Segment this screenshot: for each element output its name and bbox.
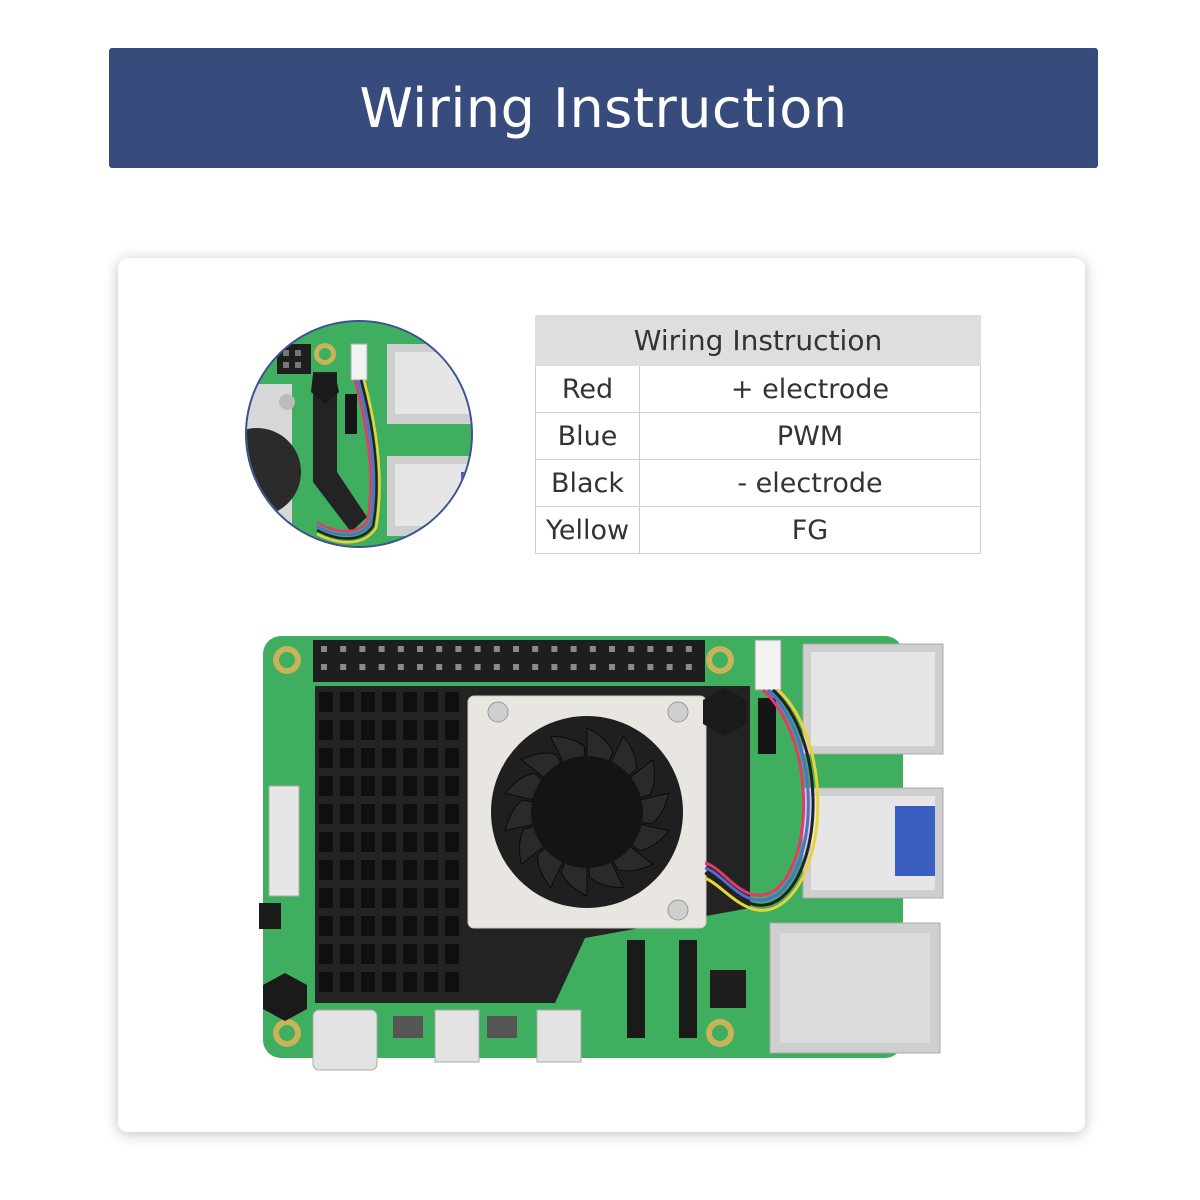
table-header-row: Wiring Instruction bbox=[535, 315, 981, 366]
wire-function-cell: PWM bbox=[639, 412, 981, 460]
table-header: Wiring Instruction bbox=[535, 315, 981, 366]
connector-zoom-image bbox=[245, 320, 473, 548]
page-title: Wiring Instruction bbox=[359, 76, 848, 140]
wire-function-cell: FG bbox=[639, 506, 981, 554]
wire-color-cell: Red bbox=[535, 365, 640, 413]
table-row: Black - electrode bbox=[535, 459, 981, 507]
wire-color-cell: Blue bbox=[535, 412, 640, 460]
wire-color-cell: Black bbox=[535, 459, 640, 507]
table-row: Blue PWM bbox=[535, 412, 981, 460]
table-row: Red + electrode bbox=[535, 365, 981, 413]
wiring-table: Wiring Instruction Red + electrode Blue … bbox=[535, 315, 981, 554]
wire-function-cell: - electrode bbox=[639, 459, 981, 507]
title-banner: Wiring Instruction bbox=[109, 48, 1098, 168]
board-illustration bbox=[255, 628, 945, 1074]
wire-color-cell: Yellow bbox=[535, 506, 640, 554]
wire-function-cell: + electrode bbox=[639, 365, 981, 413]
table-row: Yellow FG bbox=[535, 506, 981, 554]
